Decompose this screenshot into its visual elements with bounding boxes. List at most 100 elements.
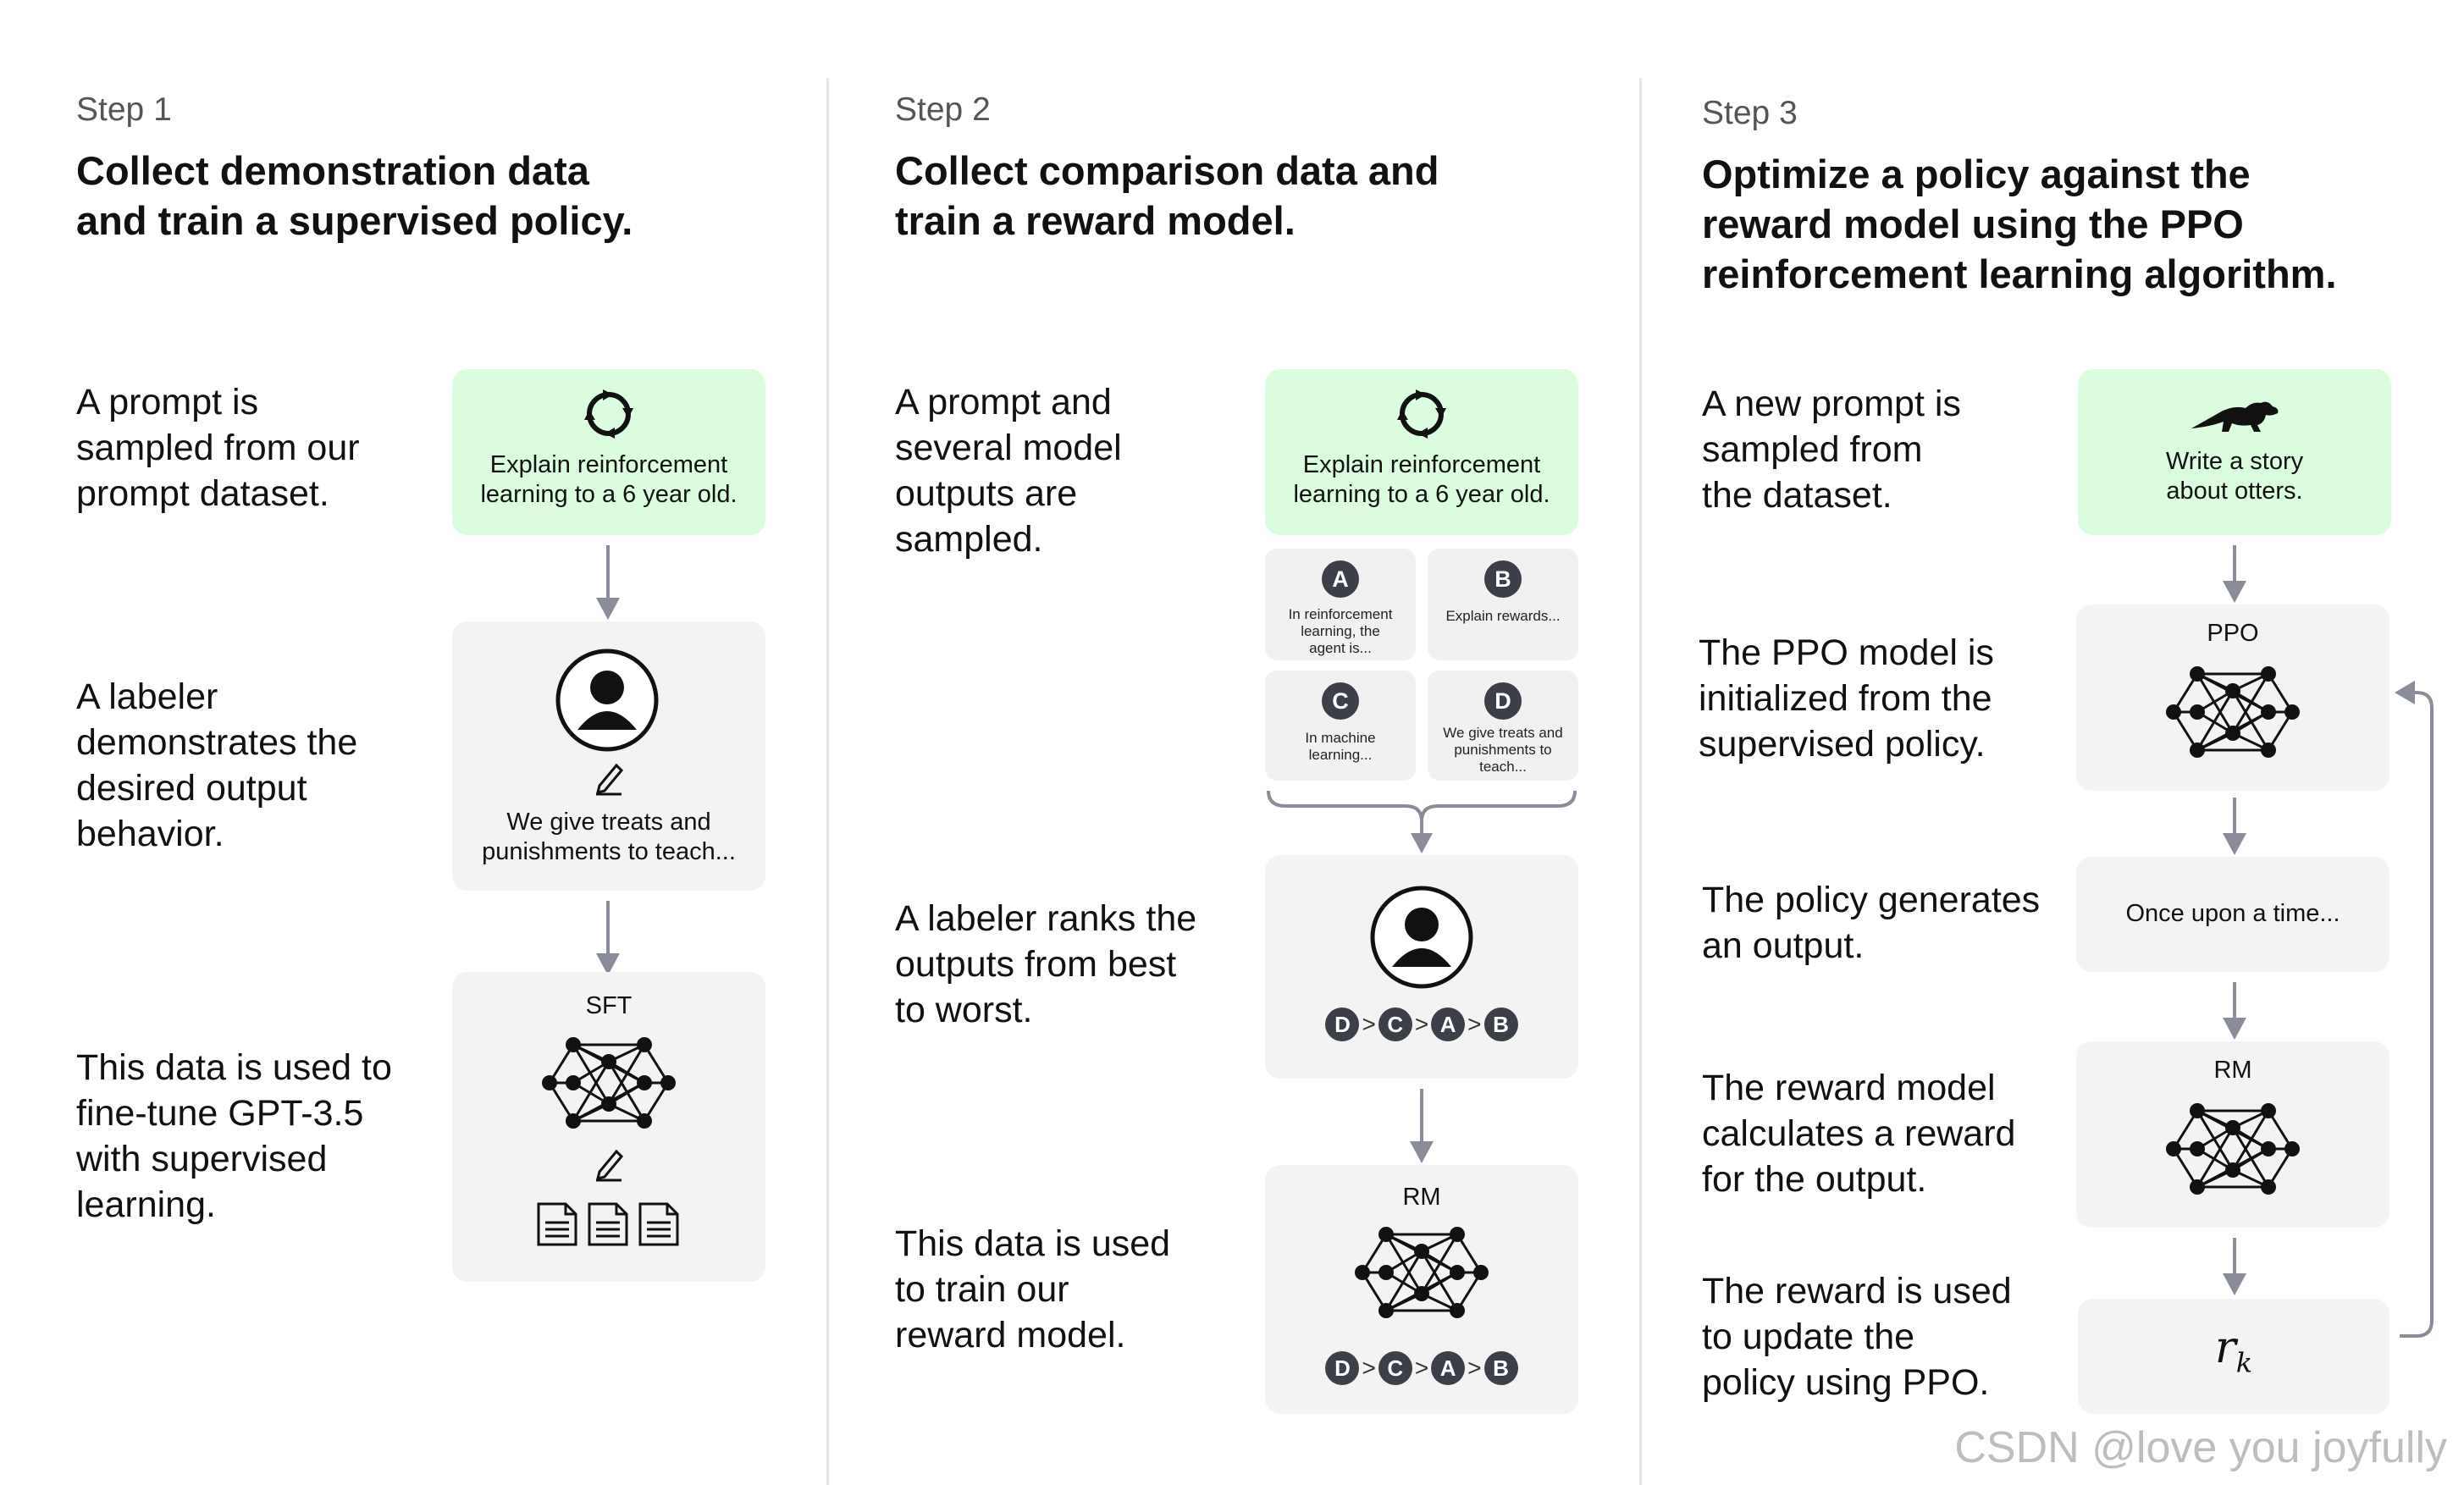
column-divider xyxy=(1639,78,1642,1485)
arrow-down-icon xyxy=(2223,545,2246,603)
arrow-down-icon xyxy=(596,901,620,975)
nn-node xyxy=(2261,1141,2276,1157)
step2-rm-box: RM D>C>A>B xyxy=(1265,1165,1578,1414)
documents-icon xyxy=(537,1202,679,1246)
otter-icon xyxy=(2191,401,2279,432)
step3-title: Optimize a policy against the reward mod… xyxy=(1702,152,2337,296)
nn-node xyxy=(2261,704,2276,720)
output-text-b: Explain rewards... xyxy=(1445,608,1561,624)
rank-1: D xyxy=(1325,1351,1360,1385)
nn-edge xyxy=(1420,1250,1459,1311)
rank-2: C xyxy=(1378,1007,1412,1041)
nn-node xyxy=(2166,704,2181,720)
nn-node xyxy=(2261,1103,2276,1118)
nn-node xyxy=(1378,1227,1394,1242)
column-divider xyxy=(826,78,829,1485)
nn-node xyxy=(1414,1286,1429,1301)
nn-edge xyxy=(2196,1127,2235,1188)
step1-desc-labeler: A labeler demonstrates the desired outpu… xyxy=(76,676,358,854)
step1-prompt-text: Explain reinforcement learning to a 6 ye… xyxy=(480,451,738,508)
step1-title: Collect demonstration data and train a s… xyxy=(76,148,633,243)
rank-1: D xyxy=(1325,1007,1360,1041)
neural-network-icon xyxy=(1355,1227,1489,1318)
neural-network-icon xyxy=(2166,666,2300,758)
output-letter-d: D xyxy=(1484,682,1522,720)
step3-ppo-box: PPO xyxy=(2076,604,2389,791)
nn-node xyxy=(637,1113,652,1129)
step3-reward-box: rk xyxy=(2078,1299,2389,1414)
rank-sep: > xyxy=(1362,1355,1376,1381)
rank-3: A xyxy=(1431,1007,1466,1041)
nn-node xyxy=(1450,1227,1465,1242)
nn-node xyxy=(2284,1141,2300,1157)
arrow-down-icon xyxy=(2223,1238,2246,1295)
nn-node xyxy=(1450,1303,1465,1318)
step1-column: Step 1 Collect demonstration data and tr… xyxy=(0,0,828,1485)
merge-bracket-icon xyxy=(1267,790,1577,853)
labeler-avatar-icon xyxy=(1370,886,1473,989)
nn-node xyxy=(2190,666,2205,682)
rank-4: B xyxy=(1483,1007,1518,1041)
nn-node xyxy=(1414,1244,1429,1259)
neural-network-icon xyxy=(2166,1103,2300,1195)
step3-desc-prompt: A new prompt is sampled from the dataset… xyxy=(1702,384,1961,516)
rank-4: B xyxy=(1483,1351,1518,1385)
nn-node xyxy=(601,1054,616,1069)
nn-node xyxy=(2225,1120,2240,1135)
nn-edge xyxy=(2196,1110,2235,1171)
feedback-loop-arrow-icon xyxy=(2395,681,2434,1338)
neural-network-icon xyxy=(542,1037,676,1129)
nn-node xyxy=(1378,1265,1394,1280)
step3-rm-box: RM xyxy=(2076,1041,2389,1228)
output-text-a: In reinforcement learning, the agent is.… xyxy=(1288,606,1393,656)
step1-sft-box: SFT xyxy=(452,972,765,1282)
rank-sep: > xyxy=(1362,1011,1376,1037)
nn-node xyxy=(1378,1303,1394,1318)
nn-node xyxy=(566,1037,581,1052)
nn-edge xyxy=(2196,690,2235,751)
arrow-down-icon xyxy=(596,545,620,620)
rank-sep: > xyxy=(1467,1355,1482,1381)
nn-node xyxy=(542,1075,557,1090)
output-card-c: C In machine learning... xyxy=(1265,671,1416,781)
output-letter-a: A xyxy=(1322,560,1359,598)
nn-node xyxy=(566,1075,581,1090)
nn-node xyxy=(1473,1265,1489,1280)
nn-edge xyxy=(2231,1127,2270,1188)
rank-sep: > xyxy=(1414,1011,1429,1037)
step1-desc-finetune: This data is used to fine-tune GPT-3.5 w… xyxy=(76,1047,392,1225)
nn-node xyxy=(637,1075,652,1090)
step2-desc-prompt: A prompt and several model outputs are s… xyxy=(895,382,1122,560)
nn-edge xyxy=(1420,1234,1459,1295)
nn-node xyxy=(2190,1103,2205,1118)
watermark: CSDN @love you joyfully xyxy=(1954,1423,2447,1472)
step2-title: Collect comparison data and train a rewa… xyxy=(895,148,1439,243)
nn-node xyxy=(2225,1162,2240,1178)
output-letter-b: B xyxy=(1484,560,1522,598)
nn-node xyxy=(2190,742,2205,758)
nn-edge xyxy=(607,1061,646,1122)
step1-demo-text: We give treats and punishments to teach.… xyxy=(482,809,736,865)
refresh-icon xyxy=(584,389,633,439)
nn-node xyxy=(2261,1179,2276,1195)
nn-node xyxy=(2190,1179,2205,1195)
nn-node xyxy=(2225,683,2240,698)
step3-desc-reward: The reward model calculates a reward for… xyxy=(1702,1068,2016,1200)
output-text-d: We give treats and punishments to teach.… xyxy=(1443,725,1563,775)
labeler-avatar-icon xyxy=(555,649,659,752)
ranking-row: D>C>A>B xyxy=(1265,1007,1578,1041)
nn-node xyxy=(2190,1141,2205,1157)
rank-sep: > xyxy=(1414,1355,1429,1381)
rank-3: A xyxy=(1431,1351,1466,1385)
nn-node xyxy=(2261,666,2276,682)
step3-desc-output: The policy generates an output. xyxy=(1702,880,2041,966)
nn-node xyxy=(2284,704,2300,720)
step2-label: Step 2 xyxy=(895,91,991,128)
arrow-down-icon xyxy=(2223,982,2246,1040)
rank-2: C xyxy=(1378,1351,1412,1385)
ppo-model-label: PPO xyxy=(2207,620,2259,647)
step2-desc-train: This data is used to train our reward mo… xyxy=(895,1223,1171,1355)
step1-prompt-box: Explain reinforcement learning to a 6 ye… xyxy=(452,369,765,535)
step1-label: Step 1 xyxy=(76,91,172,128)
nn-edge xyxy=(2231,1110,2270,1171)
